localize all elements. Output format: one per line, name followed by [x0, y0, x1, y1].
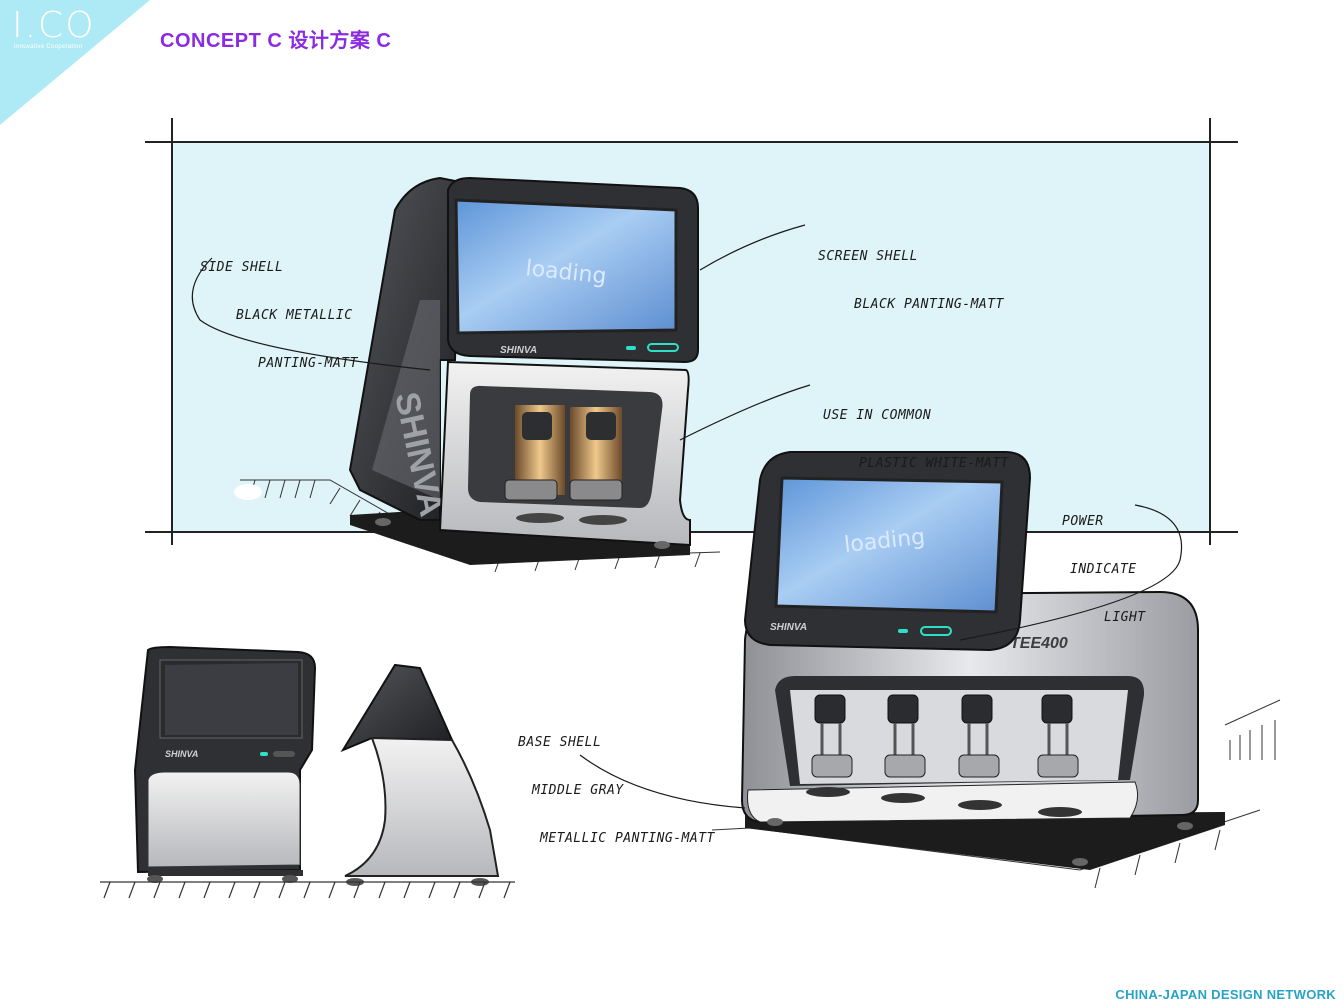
footer-credit: CHINA-JAPAN DESIGN NETWORK — [1115, 987, 1336, 1002]
annotation-use-in-common: USE IN COMMON PLASTIC WHITE-MATT — [823, 408, 1009, 471]
leader-lines — [191, 224, 1182, 809]
model-label: TEE400 — [1010, 635, 1068, 652]
device-front-view: SHINVA — [133, 645, 317, 883]
annotation-screen-shell: SCREEN SHELL BLACK PANTING-MATT — [818, 249, 1004, 312]
floor-line — [100, 881, 515, 899]
svg-text:SHINVA: SHINVA — [770, 622, 807, 633]
annotation-side-shell: SIDE SHELL BLACK METALLIC PANTING-MATT — [200, 260, 358, 371]
logo-text: I.CO — [12, 5, 96, 46]
svg-text:SHINVA: SHINVA — [165, 749, 198, 759]
device-two-station: SHINVA loading SHINVA — [234, 176, 721, 573]
annotation-base-shell: BASE SHELL MIDDLE GRAY METALLIC PANTING-… — [518, 735, 715, 846]
device-four-station: TEE400 loadin — [711, 451, 1281, 889]
logo-badge — [0, 0, 150, 125]
device-side-view — [340, 663, 500, 886]
page-title: CONCEPT C 设计方案 C — [160, 30, 392, 52]
svg-text:SHINVA: SHINVA — [500, 345, 537, 356]
annotation-power-light: POWER INDICATE LIGHT — [1062, 514, 1146, 625]
logo-subtext: Innovative Cooperation — [14, 44, 83, 50]
